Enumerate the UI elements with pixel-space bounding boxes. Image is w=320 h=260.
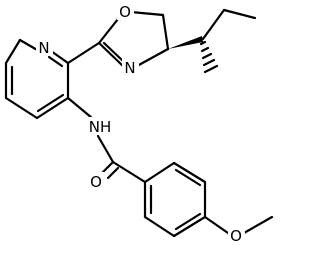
bond [174,168,202,187]
bond [66,96,94,120]
hashed-bond [199,40,219,74]
bond [174,212,202,231]
bond [111,160,147,184]
bond [106,166,120,180]
bonds [4,8,274,238]
atom-label-oxazoline-n: N [122,58,139,77]
bond [203,215,230,235]
bond [172,161,207,184]
bond [101,160,115,174]
atom-label-amide-nh: NH [87,117,115,136]
svg-text:O: O [90,173,102,191]
bond [35,96,70,120]
atom-label-carbonyl-o: O [88,172,105,191]
stereo-bond [168,36,203,49]
svg-text:NH: NH [89,118,112,136]
bond [102,41,125,63]
bond [242,215,274,235]
atom-labels: O N N NH O O [36,2,245,245]
svg-text:N: N [38,39,49,57]
bond [172,215,207,238]
bond [96,134,115,164]
svg-text:O: O [230,227,242,245]
svg-text:N: N [124,59,135,77]
bond [129,10,165,17]
bond [97,17,120,45]
bond [161,13,170,51]
svg-text:O: O [119,3,131,21]
bond [135,47,170,68]
bond [47,55,64,68]
atom-label-pyridine-n: N [36,38,53,57]
atom-label-methoxy-o: O [228,226,245,245]
atom-label-oxazoline-o: O [117,2,134,21]
bond [143,215,176,238]
bond [4,38,22,65]
molecule-structure: O N N NH O O [4,2,274,245]
bond [97,41,126,69]
bond [222,8,257,20]
bond [66,41,101,65]
structure-canvas: O N N NH O O [4,2,274,245]
bond [49,49,70,65]
bond [36,93,65,113]
bond [18,38,41,53]
bond [201,8,226,41]
bond [4,96,39,120]
bond [143,161,176,184]
